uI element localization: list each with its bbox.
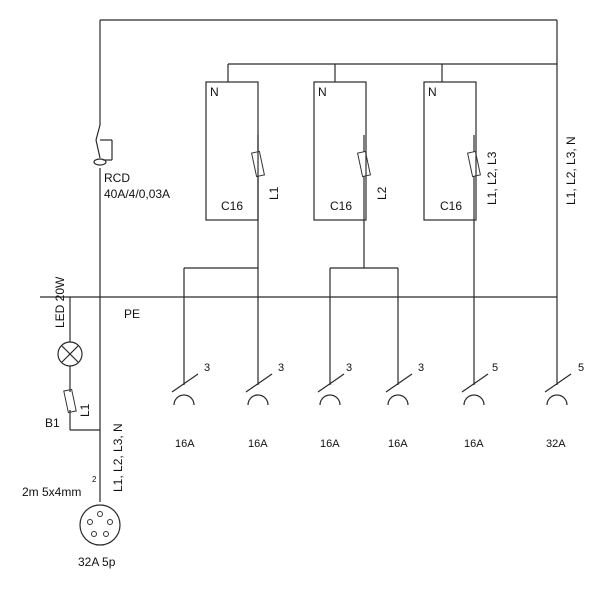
outlet-4: [385, 373, 413, 406]
b1-label: B1: [45, 416, 60, 430]
outlet-5: [461, 373, 489, 406]
outlet-2-poles: 3: [278, 362, 284, 374]
plug-label: 32A 5p: [78, 555, 116, 569]
rcd-label: RCD: [104, 171, 130, 185]
led-label: LED 20W: [53, 276, 67, 328]
outlet-6: [544, 373, 572, 406]
neutral-bus: [227, 63, 557, 82]
outlet-2: [245, 373, 273, 406]
cable-label: 2m 5x4mm: [22, 485, 81, 499]
breaker-1-neutral: N: [210, 85, 219, 99]
outlet-3: [317, 373, 345, 406]
breaker-2-rating: C16: [330, 199, 352, 213]
outlet-6-rating: 32A: [546, 438, 566, 450]
breaker-box-2: [313, 81, 372, 268]
outlet-5-rating: 16A: [464, 438, 484, 450]
outlet-1-poles: 3: [204, 362, 210, 374]
b1-phase-label: L1: [78, 403, 92, 417]
input-phases-label: L1, L2, L3, N: [111, 423, 125, 492]
breaker-3-phase: L1, L2, L3: [485, 151, 499, 205]
outlet-1: [171, 373, 199, 406]
main-phases-label: L1, L2, L3, N: [564, 136, 578, 205]
outlet-4-poles: 3: [418, 362, 424, 374]
breaker-3-rating: C16: [440, 199, 462, 213]
led-lamp-icon: [57, 341, 83, 367]
cable-superscript: 2: [92, 475, 97, 484]
b1-fuse-icon: [63, 385, 77, 414]
pe-label: PE: [124, 307, 140, 321]
rcd-symbol: [93, 124, 113, 166]
outlet-2-rating: 16A: [248, 438, 268, 450]
breaker-1-phase: L1: [267, 186, 281, 200]
breaker-box-1: [205, 81, 266, 385]
distribution-lines: [183, 267, 399, 385]
breaker-box-3: [423, 81, 482, 385]
rcd-rating-label: 40A/4/0,03A: [104, 187, 170, 201]
outlet-3-rating: 16A: [320, 438, 340, 450]
outlet-1-rating: 16A: [175, 438, 195, 450]
breaker-3-neutral: N: [428, 85, 437, 99]
outlet-3-poles: 3: [346, 362, 352, 374]
outlet-5-poles: 5: [492, 362, 498, 374]
breaker-2-neutral: N: [318, 85, 327, 99]
outlet-6-poles: 5: [578, 362, 584, 374]
plug-socket-icon: [79, 504, 121, 546]
breaker-1-rating: C16: [221, 199, 243, 213]
main-wiring: [40, 19, 558, 502]
breaker-2-phase: L2: [375, 186, 389, 200]
outlet-4-rating: 16A: [388, 438, 408, 450]
